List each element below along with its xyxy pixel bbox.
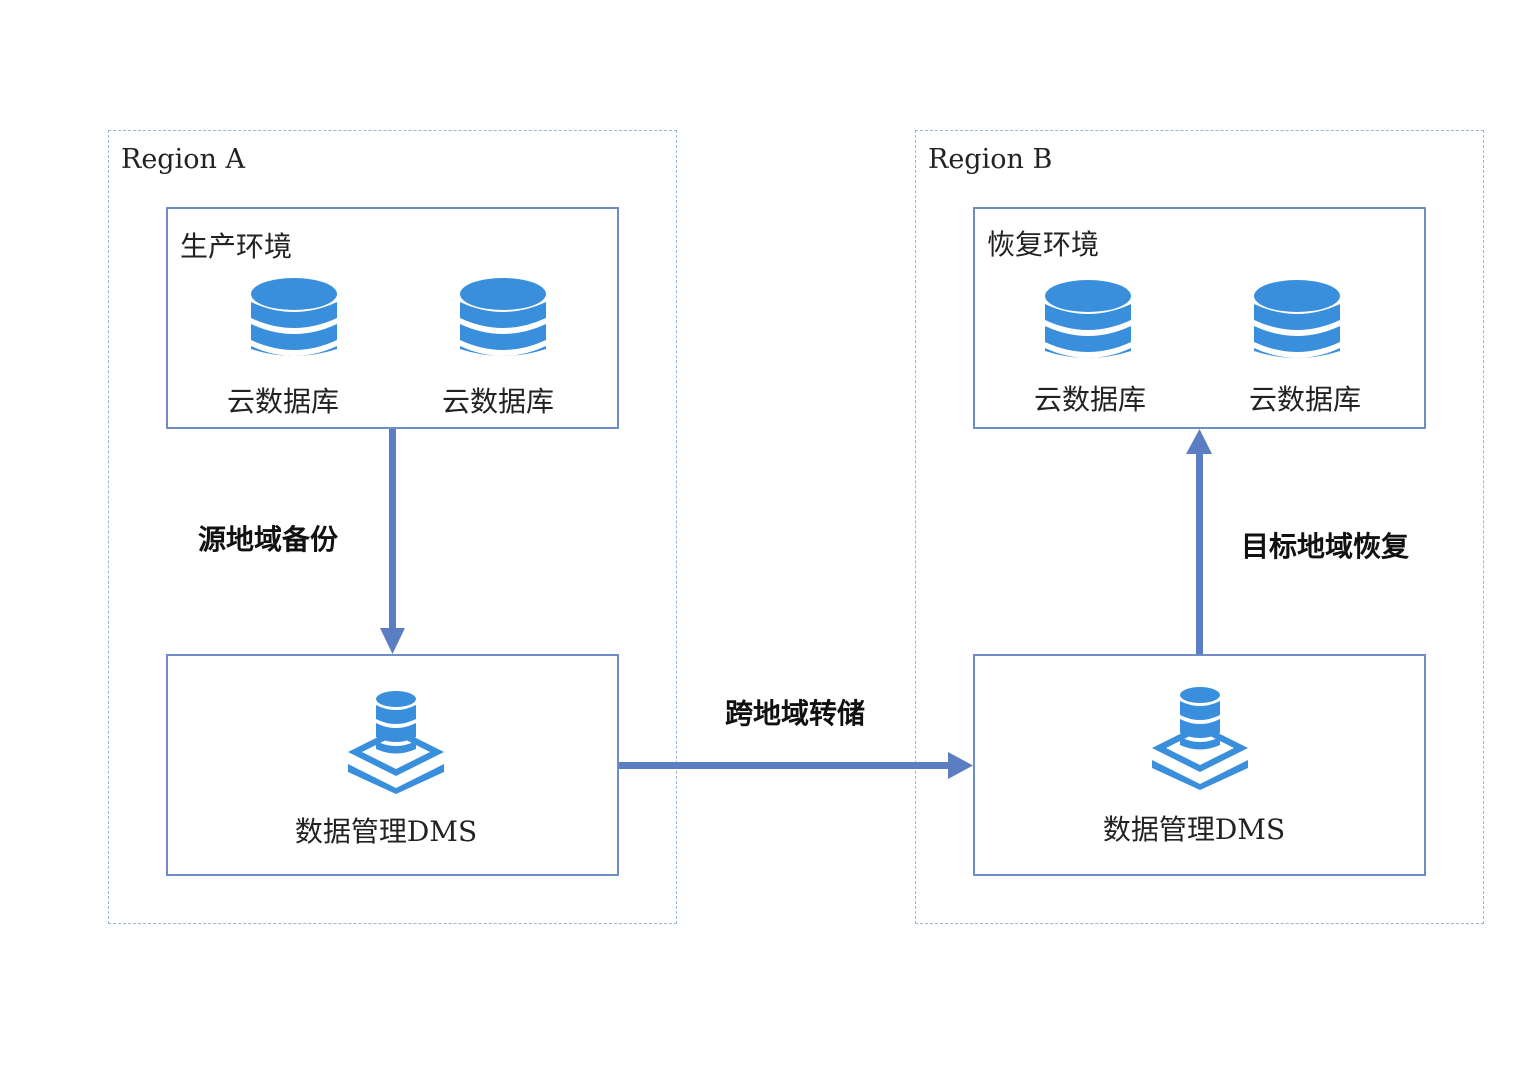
target-restore-label: 目标地域恢复 [1241, 530, 1410, 563]
restore-arrow-head [1186, 429, 1212, 454]
region-b-title: Region B [928, 144, 1053, 175]
region-a-dms-box [166, 654, 619, 876]
source-backup-label: 源地域备份 [198, 523, 339, 556]
transfer-arrow-shaft [619, 762, 949, 769]
region-a-container [108, 130, 677, 924]
database-label: 云数据库 [441, 385, 554, 418]
production-environment-title: 生产环境 [180, 230, 293, 263]
region-a-title: Region A [121, 144, 245, 175]
dms-database-layers-icon [348, 691, 444, 794]
database-icon [251, 278, 337, 356]
transfer-arrow-head [948, 752, 973, 779]
database-icon [1254, 280, 1340, 358]
database-label: 云数据库 [1033, 383, 1146, 416]
dms-database-layers-icon [1152, 687, 1248, 790]
cross-region-transfer-label: 跨地域转储 [725, 697, 866, 730]
dms-label: 数据管理DMS [294, 815, 478, 848]
region-b-container [915, 130, 1484, 924]
recovery-environment-title: 恢复环境 [987, 228, 1100, 261]
database-icon [460, 278, 546, 356]
backup-arrow-head [380, 628, 405, 654]
database-label: 云数据库 [226, 385, 339, 418]
dms-label: 数据管理DMS [1102, 813, 1286, 846]
database-label: 云数据库 [1248, 383, 1361, 416]
backup-arrow-shaft [389, 429, 396, 629]
database-icon [1045, 280, 1131, 358]
restore-arrow-shaft [1196, 453, 1203, 654]
